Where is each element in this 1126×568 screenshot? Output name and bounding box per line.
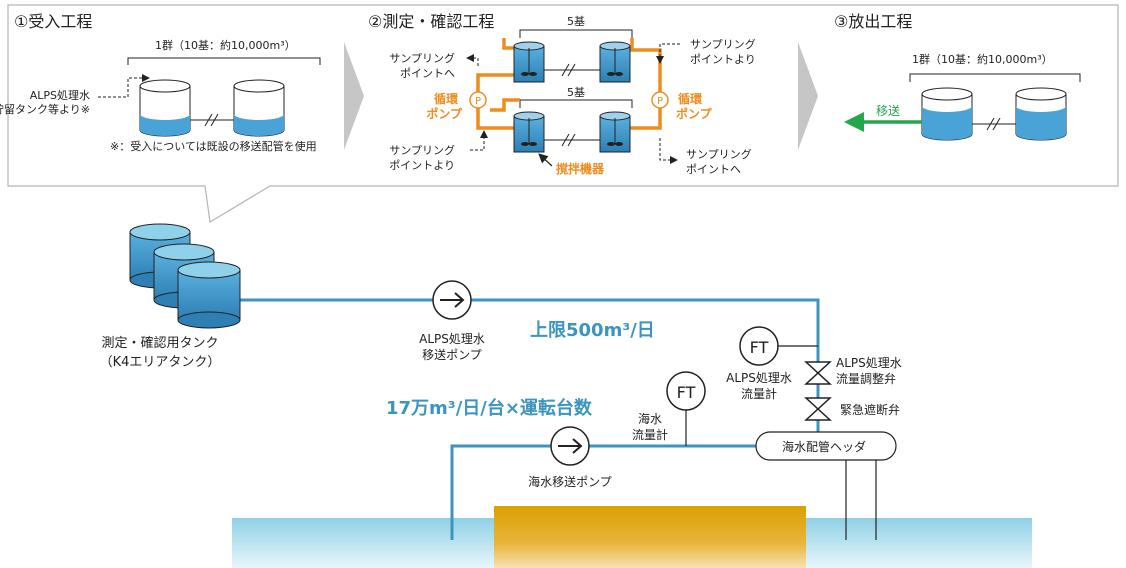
step3-transfer-label: 移送: [876, 103, 900, 118]
alps-ft-symbol: FT: [750, 338, 769, 357]
pump-right-icon: [651, 91, 669, 109]
step2-tank-bottom-b: [599, 111, 631, 153]
step1-source-label-1: ALPS処理水: [30, 89, 90, 102]
step2-sample-out-left-1: サンプリング: [389, 51, 455, 65]
step2-sample-in-left-2: ポイントより: [389, 159, 455, 172]
header-pipe: [755, 431, 897, 540]
alps-pipe: [240, 298, 820, 540]
step3-tank-b: [1015, 87, 1067, 141]
tank-label-1: 測定・確認用タンク: [101, 335, 218, 351]
step1-source-label-2: 貯留タンク等より※: [0, 102, 90, 116]
step2-tank-top-a: [513, 41, 545, 83]
step2-sample-out-right-2: ポイントへ: [686, 163, 741, 176]
step1-tank-b: [233, 79, 285, 137]
emergency-shutoff-valve-icon: [804, 397, 832, 421]
alps-valve-label-1: ALPS処理水: [836, 356, 902, 370]
seawater-ft-symbol: FT: [677, 383, 696, 402]
chevron-2: [798, 42, 818, 150]
seawater-pump-label: 海水移送ポンプ: [528, 474, 612, 489]
step2-pump-left-1: 循環: [434, 91, 459, 106]
step2-count-bottom: 5基: [567, 86, 585, 99]
alps-valve-label-2: 流量調整弁: [836, 371, 896, 386]
pump-left-icon: [469, 91, 487, 109]
step2-sample-in-left-1: サンプリング: [389, 143, 455, 157]
step3-tank-a: [921, 87, 973, 141]
storage-tanks: [129, 223, 241, 329]
step2-count-top: 5基: [567, 15, 585, 28]
step2-sample-out-right-1: サンプリング: [686, 147, 752, 161]
alps-limit-label: 上限500m³/日: [530, 320, 655, 341]
step2-sample-out-left-2: ポイントへ: [400, 67, 455, 80]
step3-title: ③放出工程: [834, 12, 912, 31]
pump-left-symbol: P: [475, 96, 481, 107]
step1-tank-a: [139, 79, 191, 137]
seawater-flowmeter-icon: [666, 371, 706, 411]
step2-tank-bottom-a: [513, 111, 545, 153]
alps-pump-label-1: ALPS処理水: [419, 332, 485, 346]
step1-title: ①受入工程: [14, 12, 92, 31]
step1-group-label: 1群（10基：約10,000m³）: [155, 38, 296, 52]
seawater-meter-label-2: 流量計: [632, 427, 668, 442]
callout-box: [7, 4, 1119, 223]
emergency-valve-label: 緊急遮断弁: [840, 402, 900, 417]
transfer-arrow-icon: [844, 112, 864, 132]
tank-label-2: （K4エリアタンク）: [100, 355, 221, 370]
seawater-rate-label: 17万m³/日/台×運転台数: [386, 397, 593, 419]
step2-mixer-label: 撹拌機器: [556, 161, 605, 176]
step2-sample-in-right-1: サンプリング: [690, 37, 756, 51]
alps-pump-label-2: 移送ポンプ: [422, 347, 482, 362]
step2-pump-right-1: 循環: [678, 91, 703, 106]
alps-control-valve-icon: [804, 361, 832, 385]
step2-pump-left-2: ポンプ: [426, 106, 463, 121]
seawater-meter-label-1: 海水: [638, 411, 662, 426]
step2-tank-top-b: [599, 41, 631, 83]
outlet-structure: [494, 506, 806, 568]
header-label: 海水配管ヘッダ: [782, 439, 866, 454]
step2-sample-in-right-2: ポイントより: [690, 53, 756, 66]
pump-right-symbol: P: [657, 96, 663, 107]
alps-meter-label-2: 流量計: [741, 386, 777, 401]
step3-group-label: 1群（10基：約10,000m³）: [912, 52, 1053, 66]
chevron-1: [344, 42, 364, 150]
step2-title: ②測定・確認工程: [368, 12, 494, 31]
step1-note: ※：受入については既設の移送配管を使用: [110, 139, 317, 153]
alps-meter-label-1: ALPS処理水: [726, 371, 792, 385]
alps-flowmeter-icon: [739, 326, 779, 366]
step2-pump-right-2: ポンプ: [676, 106, 713, 121]
